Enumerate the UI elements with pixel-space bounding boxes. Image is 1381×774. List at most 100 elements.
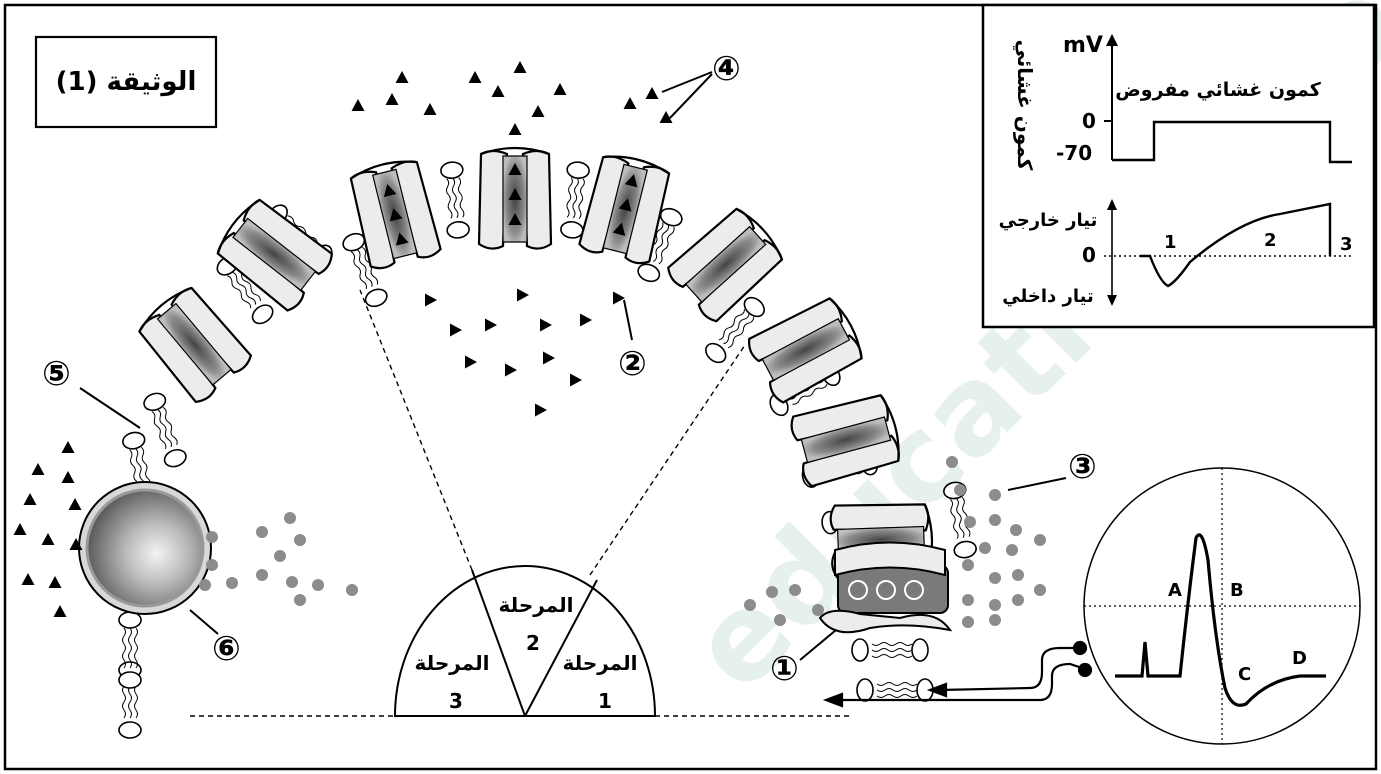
- channel-protein: [134, 282, 254, 405]
- circle-particle-icon: [766, 586, 778, 598]
- lipid-segment: [857, 679, 933, 701]
- phase-1-number: 1: [598, 689, 612, 713]
- lipid-segment: [119, 612, 141, 688]
- circle-particle-icon: [946, 456, 958, 468]
- circle-particle-icon: [286, 576, 298, 588]
- imposed-label: كمون غشائي مفروض: [1115, 79, 1322, 101]
- triangle-particle-icon: [469, 71, 482, 83]
- oscilloscope: A B C D: [1084, 468, 1360, 744]
- osc-label-a: A: [1168, 580, 1182, 601]
- triangle-particle-icon: [517, 289, 529, 302]
- circle-particle-icon: [962, 594, 974, 606]
- y-axis-label: كمون غشائي: [1012, 40, 1037, 171]
- circle-particle-icon: [1006, 544, 1018, 556]
- circle-particle-icon: [226, 577, 238, 589]
- phase-2-word: المرحلة: [499, 593, 574, 617]
- triangle-particle-icon: [386, 93, 399, 105]
- triangle-particle-icon: [425, 294, 437, 307]
- triangle-particle-icon: [624, 97, 637, 109]
- circle-particle-icon: [989, 614, 1001, 626]
- circle-particle-icon: [962, 616, 974, 628]
- triangle-particle-icon: [62, 471, 75, 483]
- marker-1: ①: [770, 649, 799, 689]
- triangle-particle-icon: [492, 85, 505, 97]
- triangle-particle-icon: [613, 292, 625, 305]
- circle-particle-icon: [312, 579, 324, 591]
- triangle-particle-icon: [570, 374, 582, 387]
- circle-particle-icon: [954, 484, 966, 496]
- circle-particle-icon: [294, 594, 306, 606]
- triangle-particle-icon: [424, 103, 437, 115]
- triangle-particle-icon: [580, 314, 592, 327]
- triangle-particle-icon: [24, 493, 37, 505]
- channel-protein: [665, 203, 788, 324]
- circle-particle-icon: [1034, 534, 1046, 546]
- circle-particle-icon: [199, 579, 211, 591]
- triangle-particle-icon: [514, 61, 527, 73]
- lipid-segment: [852, 639, 928, 661]
- tick-minus70: -70: [1056, 141, 1092, 165]
- pump-protein: [79, 482, 211, 614]
- circle-particle-icon: [256, 526, 268, 538]
- circle-particle-icon: [206, 559, 218, 571]
- triangle-particle-icon: [352, 99, 365, 111]
- phase-1-word: المرحلة: [563, 651, 638, 675]
- circle-particle-icon: [274, 550, 286, 562]
- circle-particle-icon: [989, 572, 1001, 584]
- triangle-particle-icon: [62, 441, 75, 453]
- triangle-particle-icon: [485, 319, 497, 332]
- marker-4: ④: [712, 49, 741, 89]
- circle-particle-icon: [774, 614, 786, 626]
- marker-6: ⑥: [212, 629, 241, 669]
- lipid-segment: [142, 391, 189, 470]
- osc-label-b: B: [1230, 580, 1244, 601]
- circle-particle-icon: [284, 512, 296, 524]
- marker-5: ⑤: [42, 354, 71, 394]
- circle-particle-icon: [989, 489, 1001, 501]
- circle-particle-icon: [979, 542, 991, 554]
- circle-particle-icon: [964, 516, 976, 528]
- graph-panel: كمون غشائي mV 0 -70 كمون غشائي مفروض تيا…: [983, 5, 1374, 327]
- triangle-particle-icon: [450, 324, 462, 337]
- marker-3: ③: [1068, 447, 1097, 487]
- graph-phase-3: 3: [1340, 234, 1353, 255]
- triangle-particle-icon: [42, 533, 55, 545]
- circle-particle-icon: [744, 599, 756, 611]
- triangle-particle-icon: [532, 105, 545, 117]
- circle-particle-icon: [294, 534, 306, 546]
- triangle-particle-icon: [32, 463, 45, 475]
- tick-zero: 0: [1082, 109, 1096, 133]
- document-title: الوثيقة (1): [56, 67, 197, 97]
- triangle-particle-icon: [22, 573, 35, 585]
- channel-protein: [212, 195, 336, 314]
- triangle-particle-icon: [396, 71, 409, 83]
- osc-label-c: C: [1238, 664, 1251, 685]
- triangle-particle-icon: [554, 83, 567, 95]
- circle-particle-icon: [1034, 584, 1046, 596]
- lipid-segment: [440, 161, 470, 239]
- graph-phase-2: 2: [1264, 230, 1277, 251]
- triangle-particle-icon: [540, 319, 552, 332]
- outward-current-label: تيار خارجي: [999, 210, 1098, 231]
- triangle-particle-icon: [49, 576, 62, 588]
- unit-label: mV: [1063, 33, 1103, 58]
- circle-particle-icon: [989, 514, 1001, 526]
- triangle-particle-icon: [14, 523, 27, 535]
- triangle-particle-icon: [505, 364, 517, 377]
- phase-2-number: 2: [526, 631, 540, 655]
- phase-semicircle: المرحلة 2 المرحلة 3 المرحلة 1: [395, 566, 655, 716]
- voltage-channel-closed: [820, 543, 950, 633]
- circle-particle-icon: [206, 531, 218, 543]
- graph-phase-1: 1: [1164, 232, 1177, 253]
- current-zero: 0: [1082, 243, 1096, 267]
- osc-label-d: D: [1292, 648, 1307, 669]
- phase-3-word: المرحلة: [415, 651, 490, 675]
- circle-particle-icon: [1012, 569, 1024, 581]
- triangle-particle-icon: [54, 605, 67, 617]
- triangle-particle-icon: [535, 404, 547, 417]
- title-box: الوثيقة (1): [36, 37, 216, 127]
- circle-particle-icon: [346, 584, 358, 596]
- triangle-particle-icon: [543, 352, 555, 365]
- circle-particle-icon: [256, 569, 268, 581]
